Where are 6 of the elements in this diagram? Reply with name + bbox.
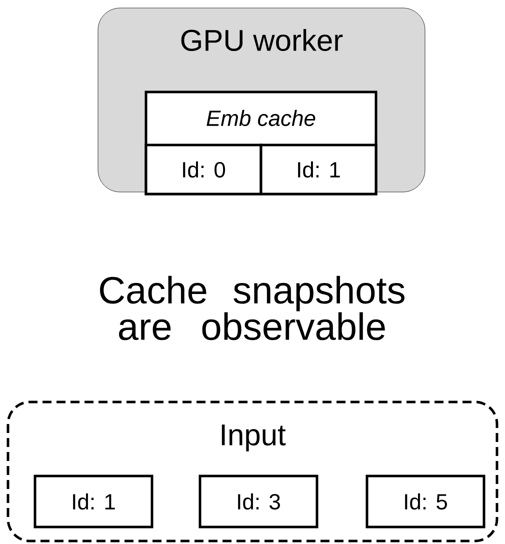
caption-text: Cache snapshots are observable <box>100 276 404 340</box>
id-cell: Id: 0 <box>144 144 262 196</box>
id-cell: Id: 3 <box>198 474 318 528</box>
id-cell: Id: 1 <box>260 144 378 196</box>
id-cell: Id: 5 <box>366 474 486 528</box>
id-cell: Id: 1 <box>34 474 154 528</box>
